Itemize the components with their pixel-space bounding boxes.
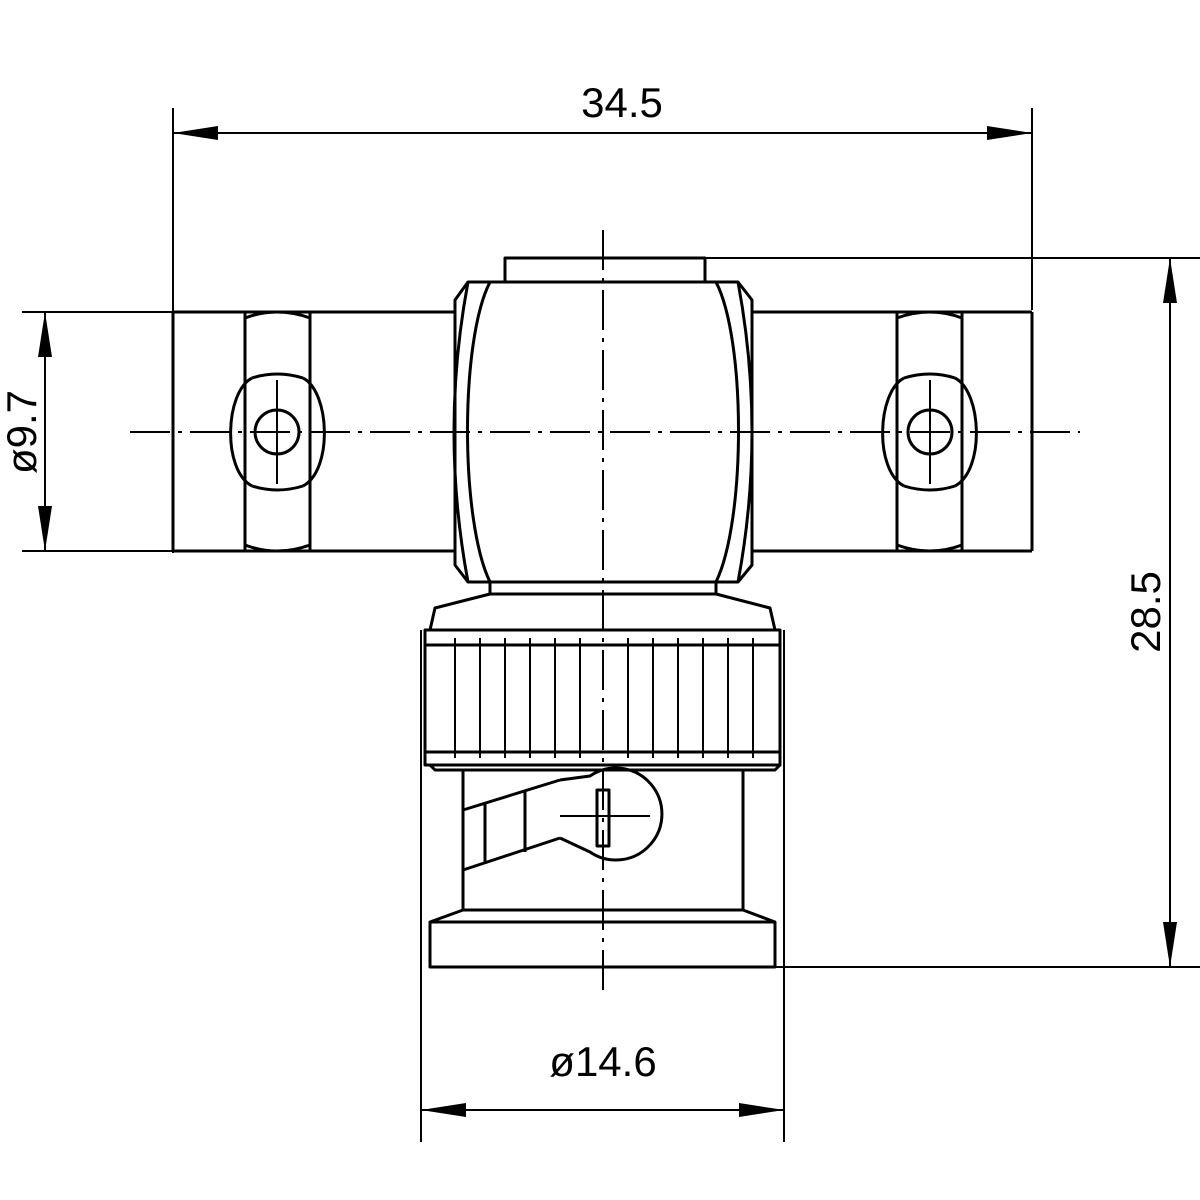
overall-height-label: 28.5 bbox=[1122, 571, 1169, 653]
body-diameter-label: ø9.7 bbox=[0, 390, 45, 474]
dimension-body-diameter: ø9.7 bbox=[0, 311, 245, 552]
dimension-plug-diameter: ø14.6 bbox=[420, 630, 785, 1142]
right-bayonet-ring bbox=[881, 310, 978, 553]
dimension-overall-height: 28.5 bbox=[705, 257, 1200, 968]
plug-coupling-nut bbox=[423, 592, 782, 772]
central-body bbox=[452, 256, 754, 594]
horizontal-body bbox=[171, 310, 1034, 553]
overall-width-label: 34.5 bbox=[581, 79, 663, 126]
plug-diameter-label: ø14.6 bbox=[549, 1038, 656, 1085]
knurling-lines bbox=[454, 638, 754, 758]
center-lines bbox=[130, 230, 1080, 990]
